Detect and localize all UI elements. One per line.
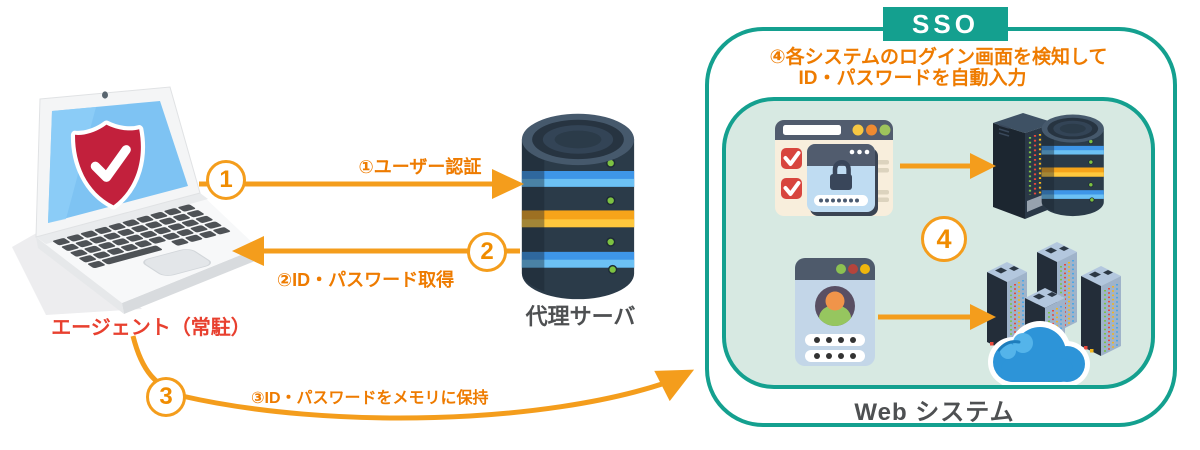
user-avatar-icon (815, 286, 855, 326)
server-cluster-icon (986, 241, 1122, 385)
shield-check-icon (70, 120, 146, 210)
database-icon (1041, 114, 1105, 217)
webcam-icon (102, 91, 108, 99)
flow4-title-line2: ID・パスワードを自動入力 (798, 68, 1027, 89)
padlock-icon (830, 159, 852, 190)
flow4-title-line1: ④各システムのログイン画面を検知して (769, 47, 1108, 68)
password-popup-icon (807, 144, 878, 216)
step-circle-4: 4 (921, 216, 967, 262)
login-window-icon (795, 258, 875, 366)
browser-login-icon (775, 120, 893, 216)
server-rack-icon (993, 113, 1105, 219)
flow3-label: ③ID・パスワードをメモリに保持 (251, 390, 489, 407)
flow1-label: ①ユーザー認証 (358, 157, 482, 177)
proxy-server-label: 代理サーバ (525, 304, 636, 329)
step-circle-1: 1 (206, 160, 246, 200)
sso-tag: SSO (883, 7, 1008, 41)
flow2-label: ②ID・パスワード取得 (276, 270, 455, 290)
address-bar (783, 125, 841, 135)
cloud-icon (988, 321, 1090, 385)
keyboard (52, 204, 231, 276)
web-system-label: Web システム (854, 399, 1015, 426)
checkbox-icons (781, 148, 802, 199)
step-circle-2: 2 (467, 232, 507, 272)
trackpad (143, 249, 211, 276)
laptop-agent-icon (12, 86, 260, 315)
username-field (805, 334, 865, 346)
step-circle-3: 3 (146, 377, 186, 417)
proxy-database-icon (521, 113, 635, 300)
flow4-title: ④各システムのログイン画面を検知して ID・パスワードを自動入力 (716, 47, 1161, 89)
password-field (805, 350, 865, 362)
agent-label: エージェント（常駐） (51, 317, 251, 339)
